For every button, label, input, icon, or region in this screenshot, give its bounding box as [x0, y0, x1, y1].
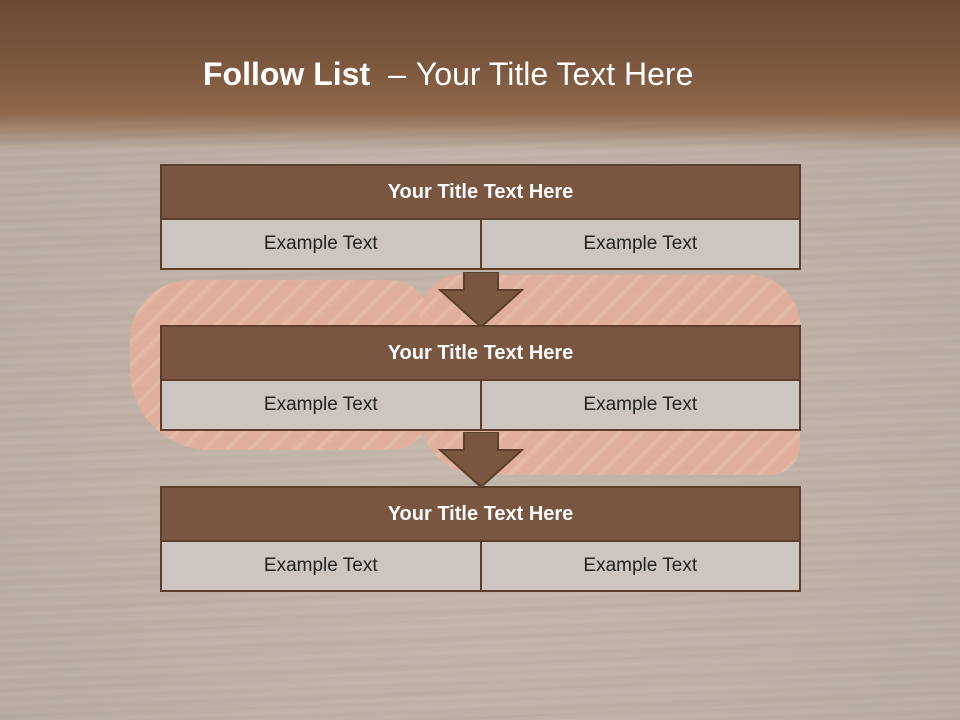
block-cell-right: Example Text	[481, 542, 801, 592]
block-row: Example Text Example Text	[160, 542, 801, 592]
list-block-2: Your Title Text Here Example Text Exampl…	[160, 325, 801, 431]
down-arrow-icon	[438, 272, 524, 328]
title-rest: Your Title Text Here	[415, 56, 694, 92]
block-title: Your Title Text Here	[160, 164, 801, 220]
down-arrow-icon	[438, 432, 524, 488]
block-cell-left: Example Text	[160, 542, 482, 592]
block-cell-left: Example Text	[160, 220, 482, 270]
block-cell-right: Example Text	[481, 220, 801, 270]
title-dash: –	[388, 56, 406, 92]
slide-title: Follow List–Your Title Text Here	[0, 56, 960, 93]
block-row: Example Text Example Text	[160, 220, 801, 270]
list-block-1: Your Title Text Here Example Text Exampl…	[160, 164, 801, 270]
block-cell-right: Example Text	[481, 381, 801, 431]
block-title: Your Title Text Here	[160, 325, 801, 381]
header-band	[0, 0, 960, 150]
list-block-3: Your Title Text Here Example Text Exampl…	[160, 486, 801, 592]
title-bold: Follow List	[203, 56, 371, 92]
block-title: Your Title Text Here	[160, 486, 801, 542]
block-row: Example Text Example Text	[160, 381, 801, 431]
block-cell-left: Example Text	[160, 381, 482, 431]
